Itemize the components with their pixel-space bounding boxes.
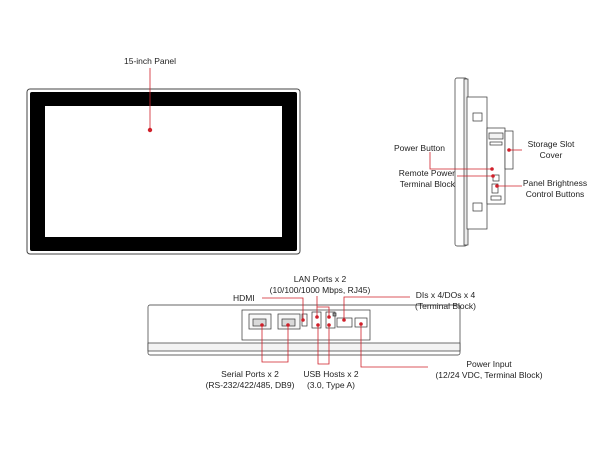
dot-power-button [490,167,494,171]
side-view [454,77,514,247]
label-brightness: Panel Brightness Control Buttons [519,178,591,199]
label-usb-hosts: USB Hosts x 2 (3.0, Type A) [296,369,366,390]
front-view-panel [26,88,301,255]
label-serial-line1: Serial Ports x 2 [221,369,279,379]
label-remote-power: Remote Power Terminal Block [350,168,455,189]
label-lan-ports: LAN Ports x 2 (10/100/1000 Mbps, RJ45) [265,274,375,295]
dot-lan-2 [327,315,331,319]
label-remote-power-line1: Remote Power [398,168,455,178]
label-usb-line2: (3.0, Type A) [306,379,356,390]
label-lan-line2: (10/100/1000 Mbps, RJ45) [269,284,371,295]
label-power-input-line2: (12/24 VDC, Terminal Block) [435,369,543,380]
label-storage-slot: Storage Slot Cover [519,139,583,160]
bottom-view [147,304,461,356]
dot-remote-power [491,174,495,178]
label-hdmi: HDMI [233,293,255,303]
label-dio-line1: DIs x 4/DOs x 4 [415,290,476,300]
label-15-inch-panel: 15-inch Panel [124,56,176,66]
dot-usb-1 [316,323,320,327]
dot-storage [507,148,511,152]
label-serial-ports: Serial Ports x 2 (RS-232/422/485, DB9) [200,369,300,390]
callout-dots [147,127,511,327]
label-remote-power-line2: Terminal Block [399,178,455,189]
dot-panel [147,127,153,133]
label-usb-line1: USB Hosts x 2 [303,369,359,379]
front-screen [45,106,282,237]
label-dio: DIs x 4/DOs x 4 (Terminal Block) [408,290,483,311]
label-storage-slot-line2: Cover [539,149,563,160]
dot-serial-2 [286,323,290,327]
label-power-button: Power Button [393,143,445,153]
label-brightness-line2: Control Buttons [525,188,585,199]
dot-usb-2 [327,323,331,327]
label-brightness-line1: Panel Brightness [522,178,588,188]
label-lan-line1: LAN Ports x 2 [293,274,347,284]
dot-dio [342,318,346,322]
label-power-input-line1: Power Input [466,359,512,369]
label-power-input: Power Input (12/24 VDC, Terminal Block) [430,359,548,380]
callout-lines [149,68,522,368]
dot-power-input [359,322,363,326]
dot-brightness [495,184,499,188]
dot-lan-1 [315,315,319,319]
dot-serial-1 [260,323,264,327]
label-serial-line2: (RS-232/422/485, DB9) [205,379,295,390]
label-storage-slot-line1: Storage Slot [527,139,575,149]
label-dio-line2: (Terminal Block) [415,300,476,311]
dot-hdmi [301,318,305,322]
